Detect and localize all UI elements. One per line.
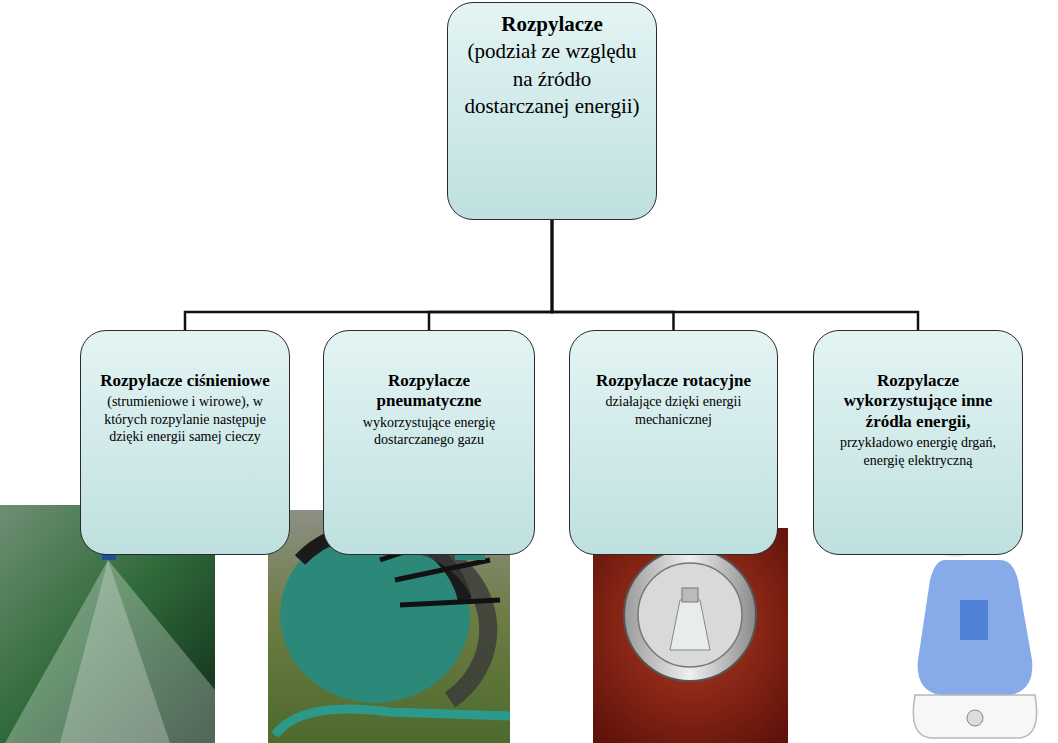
rotary-atomiser-photo bbox=[593, 528, 788, 743]
node-heading: Rozpylacze pneumatyczne bbox=[334, 371, 524, 412]
rotary-cup bbox=[624, 549, 756, 681]
spray-core bbox=[60, 560, 170, 743]
node-heading: Rozpylacze bbox=[460, 11, 644, 38]
node-heading: Rozpylacze wykorzystujące inne źródła en… bbox=[824, 371, 1012, 432]
photo-ground bbox=[593, 528, 788, 743]
tree-connector bbox=[429, 220, 552, 330]
node-heading: Rozpylacze rotacyjne bbox=[580, 371, 767, 391]
water-tank bbox=[918, 560, 1033, 695]
node-description: działające dzięki energii mechanicznej bbox=[580, 393, 767, 428]
humidifier-photo bbox=[903, 523, 1053, 743]
hose bbox=[400, 600, 500, 605]
control-knob bbox=[967, 710, 983, 726]
tree-connector bbox=[552, 220, 918, 330]
tank-core bbox=[960, 600, 988, 640]
machine-rail bbox=[275, 709, 510, 735]
cup-inner bbox=[638, 563, 742, 667]
hose bbox=[395, 560, 490, 580]
node-description: przykładowo energię drgań, energię elekt… bbox=[824, 434, 1012, 469]
category-box: Rozpylacze ciśnieniowe(strumieniowe i wi… bbox=[80, 330, 290, 555]
spray-cone bbox=[5, 560, 215, 743]
category-box: Rozpylacze rotacyjnedziałające dzięki en… bbox=[569, 330, 778, 555]
spindle-tip bbox=[682, 588, 698, 602]
photo-ground bbox=[903, 530, 1053, 743]
tree-connector bbox=[552, 220, 674, 330]
spindle-cone bbox=[670, 600, 710, 650]
node-heading: Rozpylacze ciśnieniowe bbox=[91, 371, 279, 391]
tree-connector bbox=[185, 220, 552, 330]
node-description: (podział ze względu na źródło dostarczan… bbox=[460, 38, 644, 120]
node-description: wykorzystujące energię dostarczanego gaz… bbox=[334, 414, 524, 449]
root-box: Rozpylacze(podział ze względu na źródło … bbox=[447, 2, 657, 220]
category-box: Rozpylacze pneumatycznewykorzystujące en… bbox=[323, 330, 535, 555]
category-box: Rozpylacze wykorzystujące inne źródła en… bbox=[813, 330, 1023, 555]
node-description: (strumieniowe i wirowe), w których rozpy… bbox=[91, 393, 279, 446]
humidifier-base bbox=[913, 695, 1036, 738]
